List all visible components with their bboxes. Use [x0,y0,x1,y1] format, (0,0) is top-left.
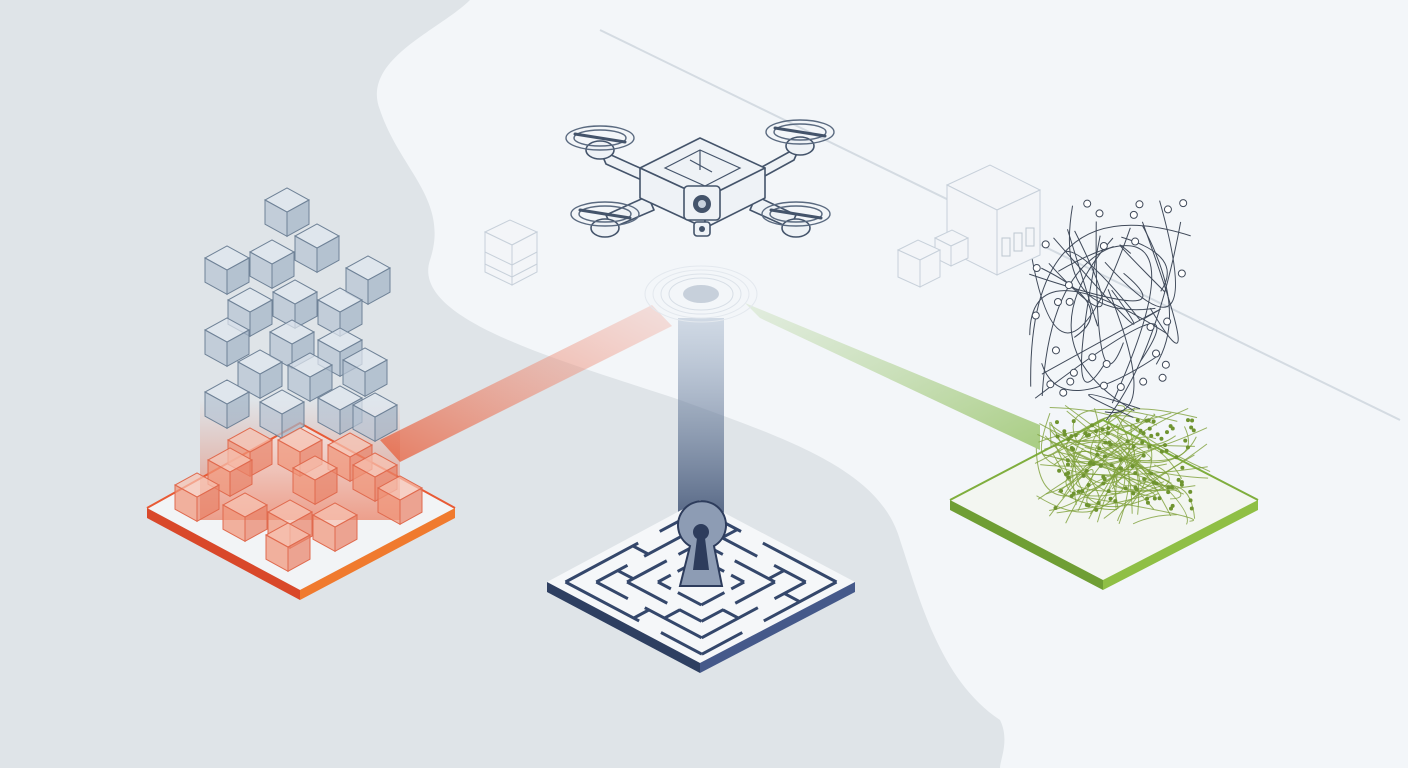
cube [316,287,364,338]
blue-beam [678,318,724,530]
cube [344,255,392,306]
cube [248,239,296,290]
cube [203,317,251,368]
cube-stack [173,187,424,573]
cube [376,475,424,526]
drone-icon [565,119,835,238]
cube [263,187,311,238]
keyhole-icon [677,500,727,587]
cube [351,392,399,443]
background-right [376,0,1408,768]
cube [173,472,221,523]
cube [293,223,341,274]
cube [221,492,269,543]
cube [341,347,389,398]
cube [351,452,399,503]
network-nodes [1029,199,1191,421]
cube [286,352,334,403]
cube [203,379,251,430]
cube [236,349,284,400]
cube [203,245,251,296]
cube [271,279,319,330]
tangled-network-icon [1034,404,1211,525]
cube [264,522,312,573]
green-beam [745,303,1040,450]
cube [291,455,339,506]
red-beam [380,305,672,462]
cube [311,502,359,553]
beacon-rings [644,265,758,323]
building-icon [896,164,1042,288]
small-box-stack [483,219,539,286]
